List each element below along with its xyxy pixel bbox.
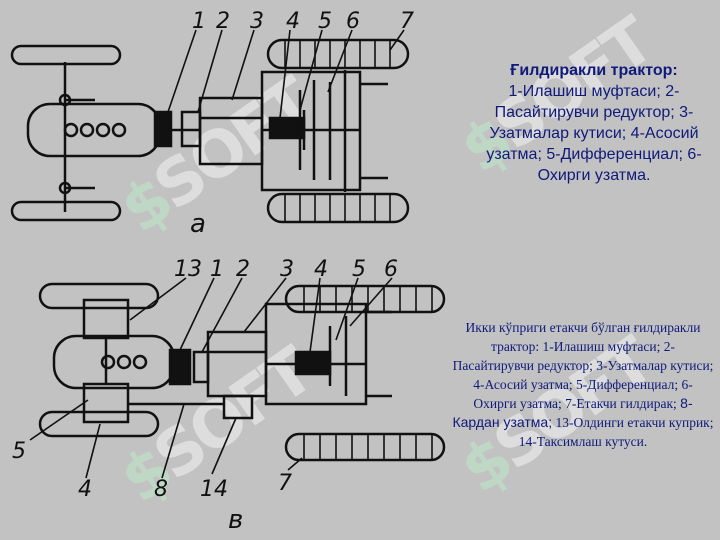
transfer-case <box>222 394 254 420</box>
caption-b-text-end: 13-Олдинги етакчи куприк; 14-Таксимлаш к… <box>518 415 714 449</box>
callout-5: 5 <box>318 9 332 34</box>
tractor-diagram-b <box>29 277 446 479</box>
caption-a-body: 1-Илашиш муфтаси; 2-Пасайтирувчи редукто… <box>486 83 702 184</box>
tractor-diagram-a <box>10 29 410 224</box>
callout-2: 2 <box>216 9 230 34</box>
front-wheel <box>38 410 160 438</box>
callout-1: 1 <box>210 257 224 282</box>
front-wheel <box>10 44 122 66</box>
callout-5: 5 <box>12 439 26 464</box>
callout-3: 3 <box>280 257 294 282</box>
callout-13: 13 <box>174 257 202 282</box>
callout-2: 2 <box>236 257 250 282</box>
gearbox <box>198 96 264 166</box>
caption-b-text-cardan: 8-Кардан узатма; <box>452 395 693 430</box>
callout-6: 6 <box>346 9 360 34</box>
callout-4: 4 <box>286 9 300 34</box>
rear-wheel <box>284 284 446 314</box>
callout-8: 8 <box>154 477 168 502</box>
front-wheel <box>38 282 160 310</box>
callout-3: 3 <box>250 9 264 34</box>
callout-5: 5 <box>352 257 366 282</box>
clutch <box>168 348 192 386</box>
callout-14: 14 <box>200 477 228 502</box>
caption-b: Икки кўприги етакчи бўлган ғилдиракли тр… <box>452 318 714 451</box>
figure-letter-a: а <box>190 209 206 239</box>
caption-a: Ғилдиракли трактор: 1-Илашиш муфтаси; 2-… <box>470 60 718 186</box>
gearbox <box>206 330 268 398</box>
callouts-a: 1 2 3 4 5 6 7 а <box>190 9 414 239</box>
callouts-b: 13 1 2 3 4 5 6 5 4 8 14 7 в <box>12 257 398 535</box>
callout-4: 4 <box>314 257 328 282</box>
rear-wheel <box>284 432 446 462</box>
front-wheel <box>10 200 122 222</box>
front-drive-axle <box>82 298 130 340</box>
caption-a-title: Ғилдиракли трактор: <box>510 62 678 79</box>
callout-6: 6 <box>384 257 398 282</box>
rear-wheel <box>266 192 410 224</box>
callout-7: 7 <box>400 9 414 34</box>
figure-letter-b: в <box>228 505 243 535</box>
caption-b-text: Икки кўприги етакчи бўлган ғилдиракли тр… <box>452 320 714 411</box>
callout-4: 4 <box>78 477 92 502</box>
callout-1: 1 <box>192 9 206 34</box>
callout-7: 7 <box>278 471 292 496</box>
